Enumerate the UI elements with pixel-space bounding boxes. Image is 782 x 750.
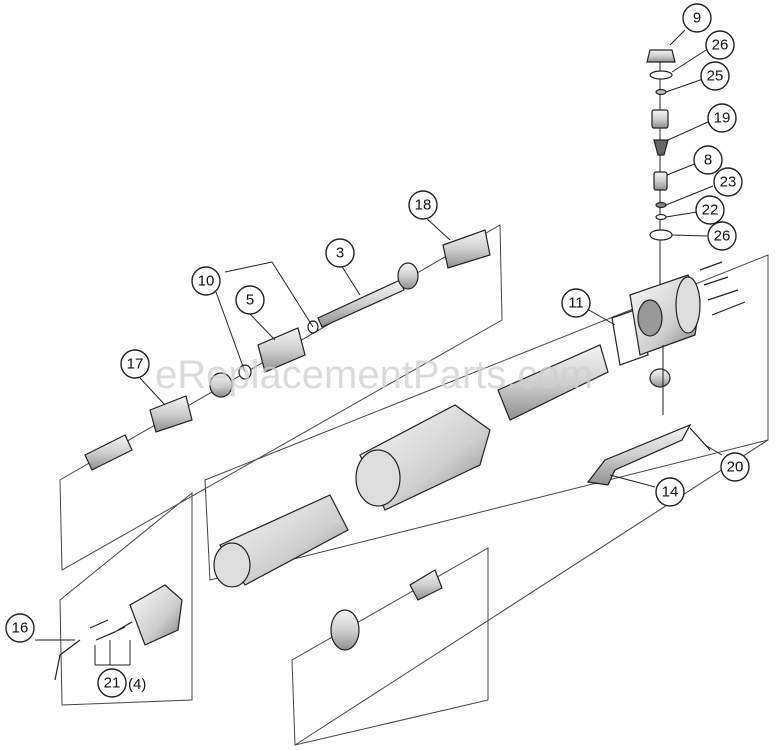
svg-text:23: 23 — [720, 174, 737, 191]
part-end-fitting — [84, 434, 133, 471]
part-23-ring — [655, 201, 667, 209]
valve-stack — [646, 49, 676, 300]
part-14-lever — [586, 423, 692, 486]
part-bearing — [209, 372, 233, 398]
callout-17: 17 — [120, 349, 150, 379]
part-lower-washer — [330, 609, 360, 651]
callouts: 9 26 25 19 8 23 22 26 — [5, 3, 750, 698]
part-handle-body — [129, 584, 183, 646]
svg-text:19: 19 — [714, 110, 731, 127]
part-8-valve — [653, 171, 668, 191]
part-housing-front — [355, 449, 401, 507]
part-26-washer-top — [649, 70, 673, 80]
svg-text:14: 14 — [662, 484, 679, 501]
part-piston-head — [397, 262, 419, 290]
callout-25: 25 — [700, 61, 730, 91]
svg-text:16: 16 — [12, 620, 29, 637]
lower-parts — [330, 569, 443, 651]
callout-11: 11 — [561, 288, 591, 318]
svg-text:22: 22 — [702, 202, 719, 219]
svg-text:25: 25 — [707, 68, 724, 85]
svg-text:10: 10 — [198, 273, 215, 290]
svg-text:5: 5 — [246, 292, 254, 309]
svg-text:11: 11 — [568, 295, 584, 312]
part-21-screws — [89, 619, 133, 641]
callout-23: 23 — [713, 167, 743, 197]
svg-text:3: 3 — [336, 245, 344, 262]
frame-lower-diagonal — [294, 439, 769, 746]
callout-26-top: 26 — [705, 30, 735, 60]
quantity-note: (4) — [128, 676, 146, 693]
part-head-port — [637, 299, 663, 337]
svg-text:8: 8 — [704, 152, 712, 169]
head-housing — [611, 261, 746, 388]
leader-lines — [35, 29, 723, 666]
part-grip-front — [213, 542, 251, 588]
callout-16: 16 — [5, 613, 35, 643]
svg-text:18: 18 — [415, 197, 432, 214]
handle-parts — [54, 584, 183, 681]
callout-20: 20 — [720, 452, 750, 482]
svg-text:26: 26 — [712, 37, 729, 54]
part-18-spring — [442, 229, 491, 269]
main-body — [213, 344, 609, 588]
part-3-piston — [317, 279, 405, 328]
svg-text:9: 9 — [693, 10, 701, 27]
part-5-cylinder — [257, 327, 306, 373]
frame-handle — [59, 491, 193, 706]
callout-3: 3 — [325, 238, 355, 268]
part-19-spring — [653, 139, 669, 156]
part-valve-body — [651, 109, 669, 129]
callout-22: 22 — [695, 195, 725, 225]
part-25-oring — [655, 88, 667, 96]
callout-9: 9 — [682, 3, 712, 33]
part-barrel — [497, 344, 609, 421]
svg-text:17: 17 — [127, 356, 144, 373]
callout-18: 18 — [408, 190, 438, 220]
callout-21: 21 — [97, 668, 127, 698]
part-26-washer-bottom — [649, 229, 673, 241]
callout-14: 14 — [655, 477, 685, 507]
watermark-text: eReplacementParts.com — [155, 353, 593, 397]
callout-8: 8 — [693, 145, 723, 175]
svg-text:26: 26 — [714, 228, 731, 245]
callout-19: 19 — [707, 103, 737, 133]
svg-text:21: 21 — [104, 675, 121, 692]
head-screws — [699, 261, 746, 316]
throttle-lever — [586, 345, 711, 486]
part-17-spring — [149, 395, 193, 433]
part-lower-nozzle — [409, 569, 443, 601]
callout-5: 5 — [235, 285, 265, 315]
callout-10: 10 — [191, 266, 221, 296]
svg-text:20: 20 — [727, 459, 744, 476]
frame-lower — [291, 547, 489, 746]
part-head-rear — [675, 276, 701, 334]
part-9-plug — [646, 49, 676, 63]
part-coupling — [649, 368, 671, 388]
callout-26-bottom: 26 — [707, 221, 737, 251]
part-16-hex-key — [54, 639, 81, 681]
part-22-ring — [655, 213, 667, 221]
